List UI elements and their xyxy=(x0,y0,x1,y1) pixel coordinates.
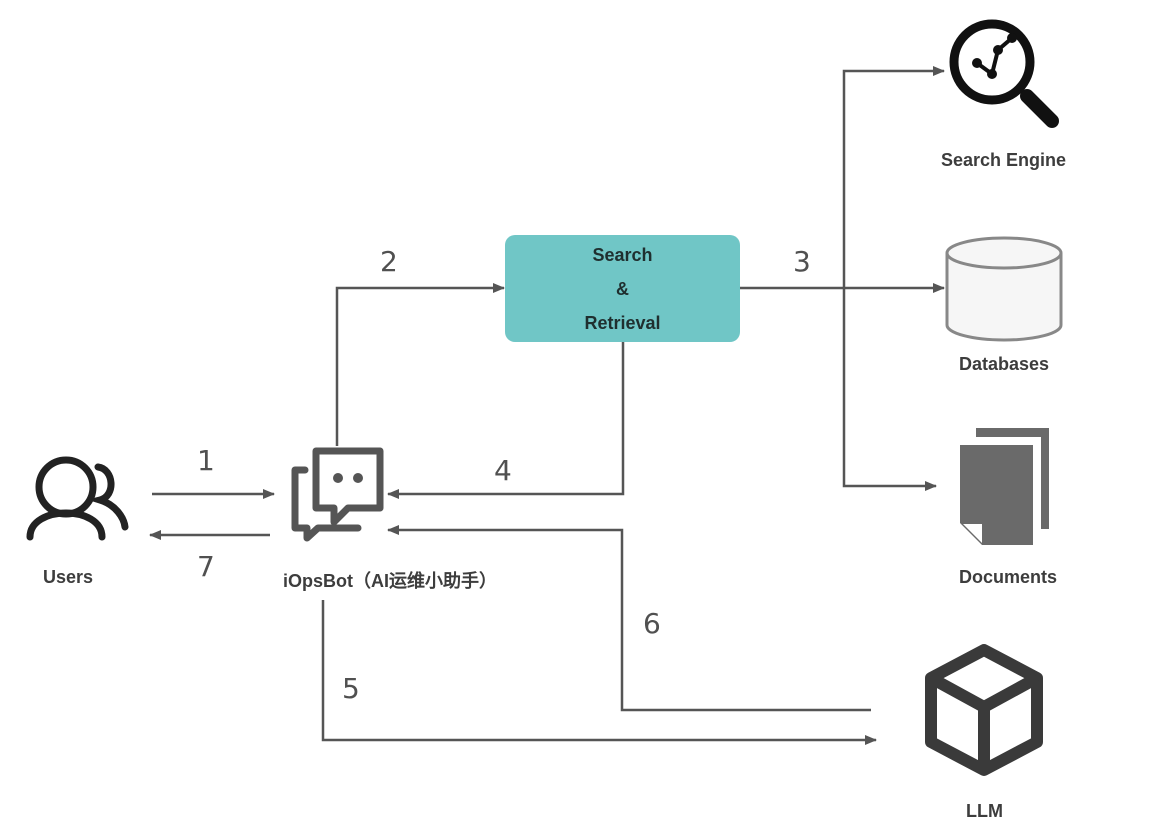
edge-5-label: 5 xyxy=(342,672,360,705)
edge-2-line xyxy=(335,283,505,446)
edge-1-label: 1 xyxy=(197,444,215,477)
edge-2-label: 2 xyxy=(380,245,398,278)
edge-7-label: 7 xyxy=(197,550,215,583)
documents-label: Documents xyxy=(959,567,1058,587)
search-retrieval-box: Search & Retrieval xyxy=(505,235,740,342)
edge-5-line xyxy=(321,600,877,745)
search-retrieval-line-2: & xyxy=(616,278,629,299)
search-engine-label: Search Engine xyxy=(941,150,1067,170)
databases-label: Databases xyxy=(959,354,1050,374)
edge-3-branch-documents xyxy=(842,288,937,491)
database-icon xyxy=(945,236,1063,342)
users-label: Users xyxy=(43,567,94,587)
search-retrieval-line-1: Search xyxy=(592,244,653,265)
search-engine-icon xyxy=(949,19,1059,128)
chat-bot-icon xyxy=(291,447,384,542)
edge-6-line xyxy=(387,525,871,712)
users-icon xyxy=(26,456,129,541)
edge-4-line xyxy=(387,342,625,499)
llm-cube-icon xyxy=(925,644,1043,776)
search-retrieval-line-3: Retrieval xyxy=(584,312,661,333)
edge-4-label: 4 xyxy=(494,454,512,487)
documents-icon xyxy=(960,428,1049,545)
llm-label: LLM xyxy=(966,801,1003,821)
bot-label: iOpsBot（AI运维小助手） xyxy=(283,571,497,591)
edge-6-label: 6 xyxy=(643,607,661,640)
edge-3-label: 3 xyxy=(793,245,811,278)
chat-bot-eyes xyxy=(333,473,363,483)
edge-3-branch-search xyxy=(842,66,945,288)
